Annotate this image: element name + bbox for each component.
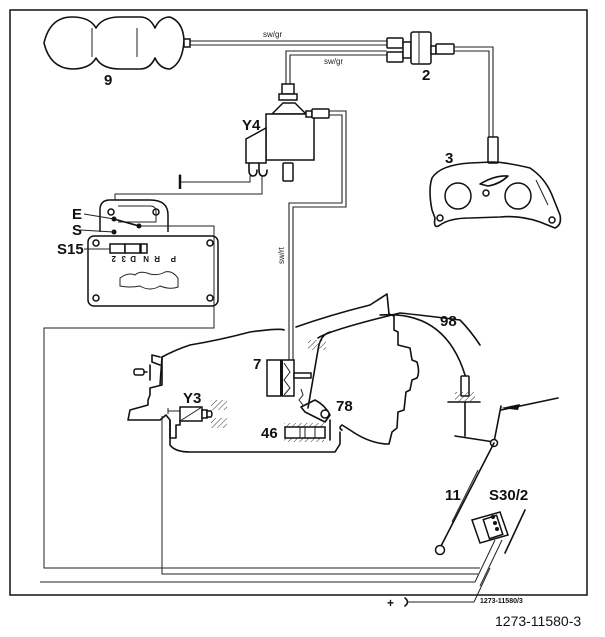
label-46: 46 (261, 425, 278, 442)
lever-78 (298, 331, 331, 423)
gate-n: N (143, 254, 149, 263)
supply-connector (404, 567, 491, 607)
hose-y4-to-vacuum-unit (288, 110, 347, 360)
vacuum-unit-7 (266, 359, 312, 397)
solenoid-valve-y3 (167, 400, 227, 428)
label-s: S (72, 222, 82, 239)
hose-label-sw-rt: sw/rt (277, 246, 286, 264)
wire-y3-loop (161, 416, 478, 575)
ground-symbol-wire (179, 174, 251, 189)
gate-3: 3 (121, 254, 126, 263)
throttle-linkage (434, 397, 559, 556)
solenoid-valve-y4 (245, 83, 330, 182)
selector-gate-labels: 2 3 D N R P (111, 254, 176, 263)
intake-manifold-3 (429, 136, 562, 229)
gate-p: P (170, 254, 176, 263)
diagram-frame (9, 9, 588, 596)
selector-lever-switch-s15 (87, 199, 219, 307)
supply-plus-symbol: + (387, 596, 394, 610)
label-e: E (72, 206, 82, 223)
gate-2: 2 (111, 254, 116, 263)
check-valve-2 (386, 31, 455, 65)
label-s15: S15 (57, 241, 84, 258)
gate-r: R (154, 254, 160, 263)
label-3: 3 (445, 150, 453, 167)
control-valve-46 (284, 419, 331, 442)
transmission-housing (127, 293, 481, 453)
figure-number: 1273-11580-3 (495, 613, 581, 629)
hose-label-sw-gr-lower: sw/gr (324, 57, 343, 66)
wire-s15-loop (43, 225, 480, 569)
label-s30-2: S30/2 (489, 487, 528, 504)
hose-label-sw-gr-upper: sw/gr (263, 30, 282, 39)
hose-reservoir-to-valve (190, 40, 387, 46)
kickdown-switch-s30-2 (40, 509, 526, 587)
label-9: 9 (104, 72, 112, 89)
wire-y4-to-selector (114, 176, 263, 200)
selector-leader-lines (79, 213, 115, 250)
hose-valve-to-manifold (454, 46, 494, 138)
label-2: 2 (422, 67, 430, 84)
label-78: 78 (336, 398, 353, 415)
inner-reference: 1273-11580/3 (480, 598, 523, 605)
control-cable-98 (379, 313, 481, 437)
gate-d: D (130, 254, 136, 263)
label-y3: Y3 (183, 390, 201, 407)
label-7: 7 (253, 356, 261, 373)
label-y4: Y4 (242, 117, 261, 134)
vacuum-reservoir-9 (43, 16, 191, 70)
hose-valve-to-y4 (285, 50, 387, 85)
label-11: 11 (445, 487, 461, 504)
label-98: 98 (440, 313, 457, 330)
